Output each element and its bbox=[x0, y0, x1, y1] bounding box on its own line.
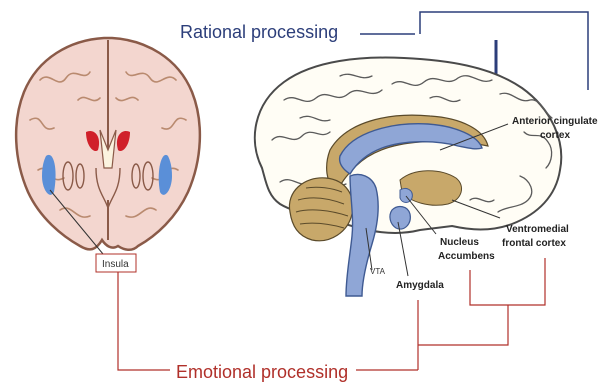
ventromedial-label-line1: Ventromedial bbox=[506, 224, 569, 235]
anterior-cingulate-label-line2: cortex bbox=[540, 130, 570, 141]
nucleus-accumbens-label-line2: Accumbens bbox=[438, 251, 495, 262]
amygdala-blue bbox=[390, 207, 410, 230]
coronal-brain-section bbox=[16, 38, 200, 250]
sagittal-brain bbox=[255, 58, 561, 296]
nucleus-accumbens-label-line1: Nucleus bbox=[440, 237, 479, 248]
emotional-connector-lines bbox=[118, 258, 545, 370]
ventromedial-label-line2: frontal cortex bbox=[502, 238, 566, 249]
insula-label: Insula bbox=[102, 259, 129, 270]
anterior-cingulate-label-line1: Anterior cingulate bbox=[512, 116, 598, 127]
brainstem-blue bbox=[346, 175, 378, 297]
rational-processing-title: Rational processing bbox=[180, 22, 338, 42]
nucleus-accumbens-blue bbox=[400, 188, 412, 202]
emotional-processing-title: Emotional processing bbox=[176, 362, 348, 382]
amygdala-label: Amygdala bbox=[396, 280, 444, 291]
vta-label: VTA bbox=[370, 267, 386, 276]
